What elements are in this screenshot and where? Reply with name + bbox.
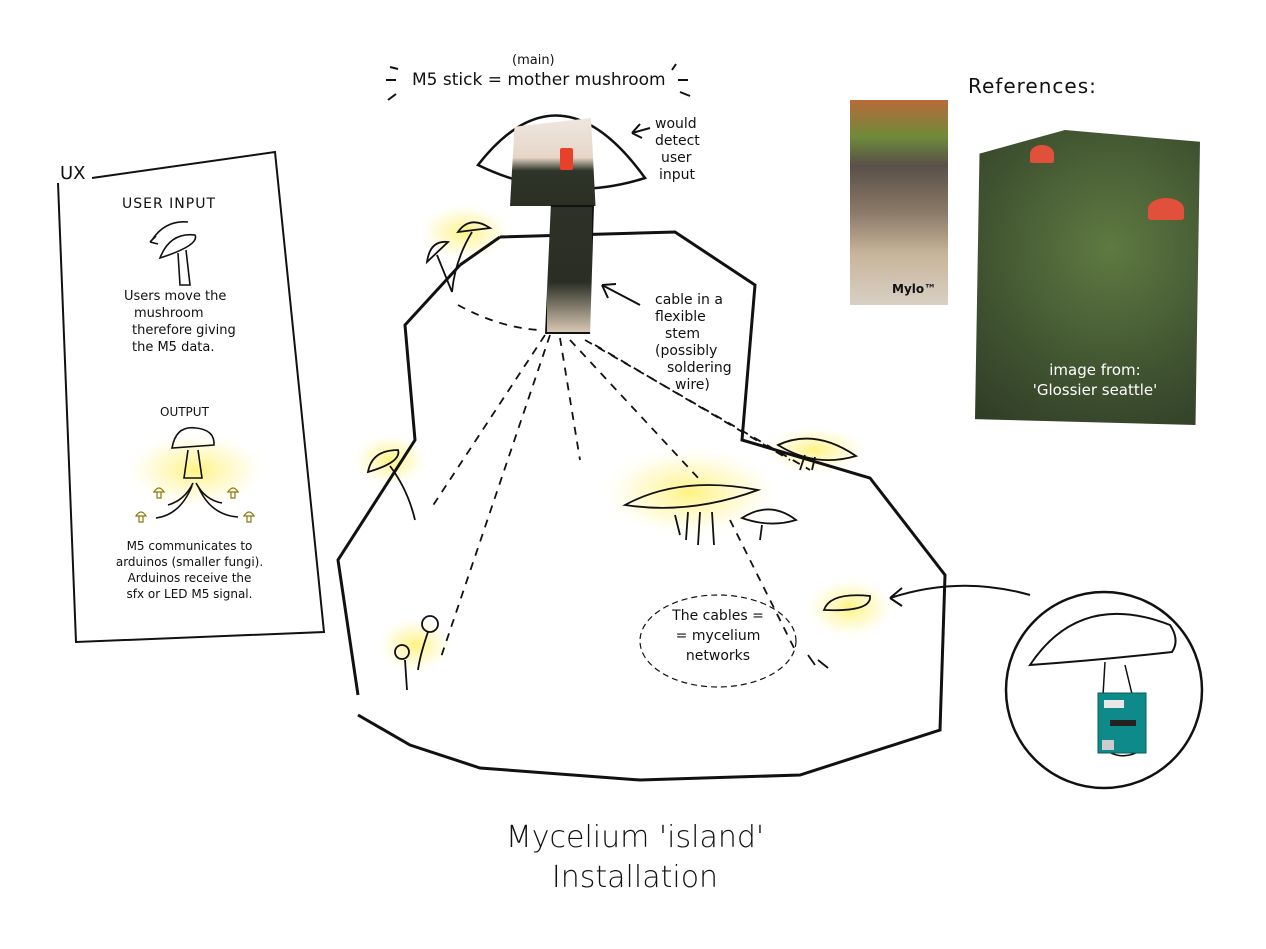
- user-input-description: Users move the mushroom therefore giving…: [124, 288, 236, 356]
- ux-label: UX: [60, 163, 86, 184]
- arduino-mushroom-circle: [1004, 590, 1204, 790]
- references-heading: References:: [968, 74, 1097, 98]
- arduino-board-icon: [1097, 692, 1147, 754]
- user-input-mushroom-icon: [149, 221, 197, 286]
- note-line: = mycelium: [675, 628, 761, 644]
- note-line: The cables =: [672, 608, 764, 624]
- annotation-line: detect: [655, 133, 700, 149]
- output-description: M5 communicates to arduinos (smaller fun…: [82, 538, 297, 602]
- input-text-line: the M5 data.: [132, 340, 215, 355]
- caption-line: image from:: [1049, 361, 1141, 379]
- mylo-caption: Mylo™: [892, 282, 937, 296]
- caption-line: 'Glossier seattle': [1032, 381, 1158, 399]
- title-line: Mycelium 'island': [505, 820, 765, 855]
- mycelium-cables: [429, 304, 811, 661]
- arrows: [601, 123, 1031, 607]
- output-mushroom-icon: [155, 426, 239, 519]
- output-text-line: Arduinos receive the: [127, 571, 252, 585]
- annotation-line: would: [655, 116, 697, 132]
- detect-annotation: would detect user input: [655, 116, 700, 184]
- note-line: networks: [685, 648, 751, 664]
- emphasis-marks: [386, 63, 691, 101]
- island-outline-left: [336, 263, 462, 696]
- installation-title: Mycelium 'island' Installation: [460, 818, 810, 898]
- annotation-line: cable in a: [655, 292, 723, 308]
- cables-note: The cables = = mycelium networks: [640, 606, 796, 666]
- glossier-caption: image from: 'Glossier seattle': [1000, 360, 1190, 400]
- output-heading: OUTPUT: [160, 405, 209, 419]
- user-input-heading: USER INPUT: [122, 196, 216, 212]
- red-mushroom-lamp: [1148, 198, 1184, 220]
- cable-annotation: cable in a flexible stem (possibly solde…: [655, 292, 732, 394]
- annotation-line: stem: [665, 326, 701, 342]
- cables-note-bubble: [639, 594, 797, 688]
- input-text-line: mushroom: [134, 306, 204, 321]
- annotation-line: wire): [675, 377, 710, 393]
- mother-mushroom-stem-photo: [545, 205, 594, 334]
- annotation-line: input: [659, 167, 696, 183]
- m5-stick-photo: [510, 118, 596, 206]
- small-fungi-icons: [134, 487, 256, 523]
- main-subtitle: (main): [512, 53, 555, 68]
- annotation-line: flexible: [655, 309, 706, 325]
- ux-panel-border: [57, 150, 326, 644]
- input-text-line: therefore giving: [132, 323, 236, 338]
- output-text-line: sfx or LED M5 signal.: [126, 587, 253, 601]
- island-mushrooms: [366, 221, 871, 691]
- glossier-reference-image: [975, 130, 1200, 425]
- annotation-line: soldering: [667, 360, 732, 376]
- red-mushroom-lamp: [1030, 145, 1054, 163]
- output-text-line: M5 communicates to: [126, 539, 253, 553]
- title-line: Installation: [551, 860, 719, 895]
- output-text-line: arduinos (smaller fungi).: [115, 555, 264, 569]
- input-text-line: Users move the: [124, 289, 227, 304]
- m5-stick-device: [560, 148, 573, 170]
- annotation-line: user: [661, 150, 692, 166]
- mylo-reference-image: [850, 100, 948, 305]
- main-title: M5 stick = mother mushroom: [412, 70, 666, 90]
- annotation-line: (possibly: [655, 343, 718, 359]
- island-outline: [357, 230, 947, 782]
